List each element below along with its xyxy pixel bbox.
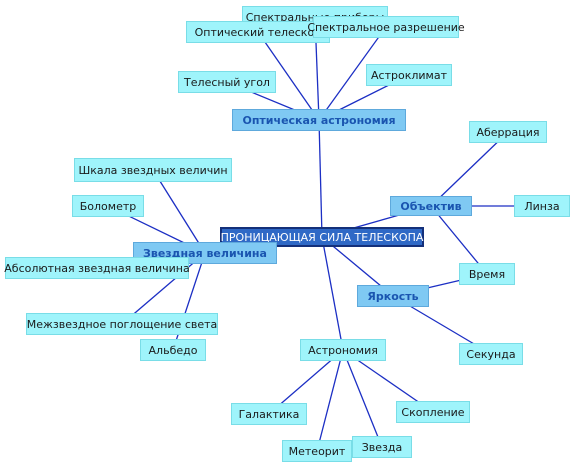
node-mezhzvezdnoe-pogloshchenie-sveta[interactable]: Межзвездное поглощение света [26,313,218,335]
node-absolyutnaya-zvezdnaya-velichina[interactable]: Абсолютная звездная величина [4,257,190,279]
node-obektiv[interactable]: Объектив [390,196,472,216]
node-opticheskaya-astronomiya[interactable]: Оптическая астрономия [232,109,406,131]
node-spektralnoe-razreshenie[interactable]: Спектральное разрешение [307,16,465,38]
node-bolometr[interactable]: Болометр [72,195,144,217]
node-sekunda[interactable]: Секунда [459,343,523,365]
connector-zv-shkala [152,169,206,254]
connector-opt-opt_tel [257,31,320,121]
node-astroklimat[interactable]: Астроклимат [366,64,452,86]
connector-opt-spec_raz [318,26,387,121]
node-albedo[interactable]: Альбедо [140,339,206,361]
node-yarkost[interactable]: Яркость [357,285,429,307]
node-meteorit[interactable]: Метеорит [282,440,352,462]
connector-center-ast [321,236,344,351]
node-astronomiya[interactable]: Астрономия [300,339,386,361]
connector-ast-meteor [316,349,344,452]
node-shkala-zvezdnykh-velichin[interactable]: Шкала звездных величин [74,158,232,182]
node-zvezda[interactable]: Звезда [352,436,412,458]
node-skoplenie[interactable]: Скопление [396,401,470,423]
node-vremya[interactable]: Время [459,263,515,285]
node-galaktika[interactable]: Галактика [231,403,307,425]
connector-zv-mezh [121,252,206,325]
node-aberratsiya[interactable]: Аберрация [469,121,547,143]
connector-obj-vremya [430,205,488,275]
node-opticheskiy-teleskop[interactable]: Оптический телескоп [186,21,330,43]
connector-obj-aberr [430,131,509,207]
node-telesnyy-ugol[interactable]: Телесный угол [178,71,276,93]
connector-center-opt [318,119,323,238]
connector-ast-zvezda [342,349,383,448]
node-linza[interactable]: Линза [514,195,570,217]
